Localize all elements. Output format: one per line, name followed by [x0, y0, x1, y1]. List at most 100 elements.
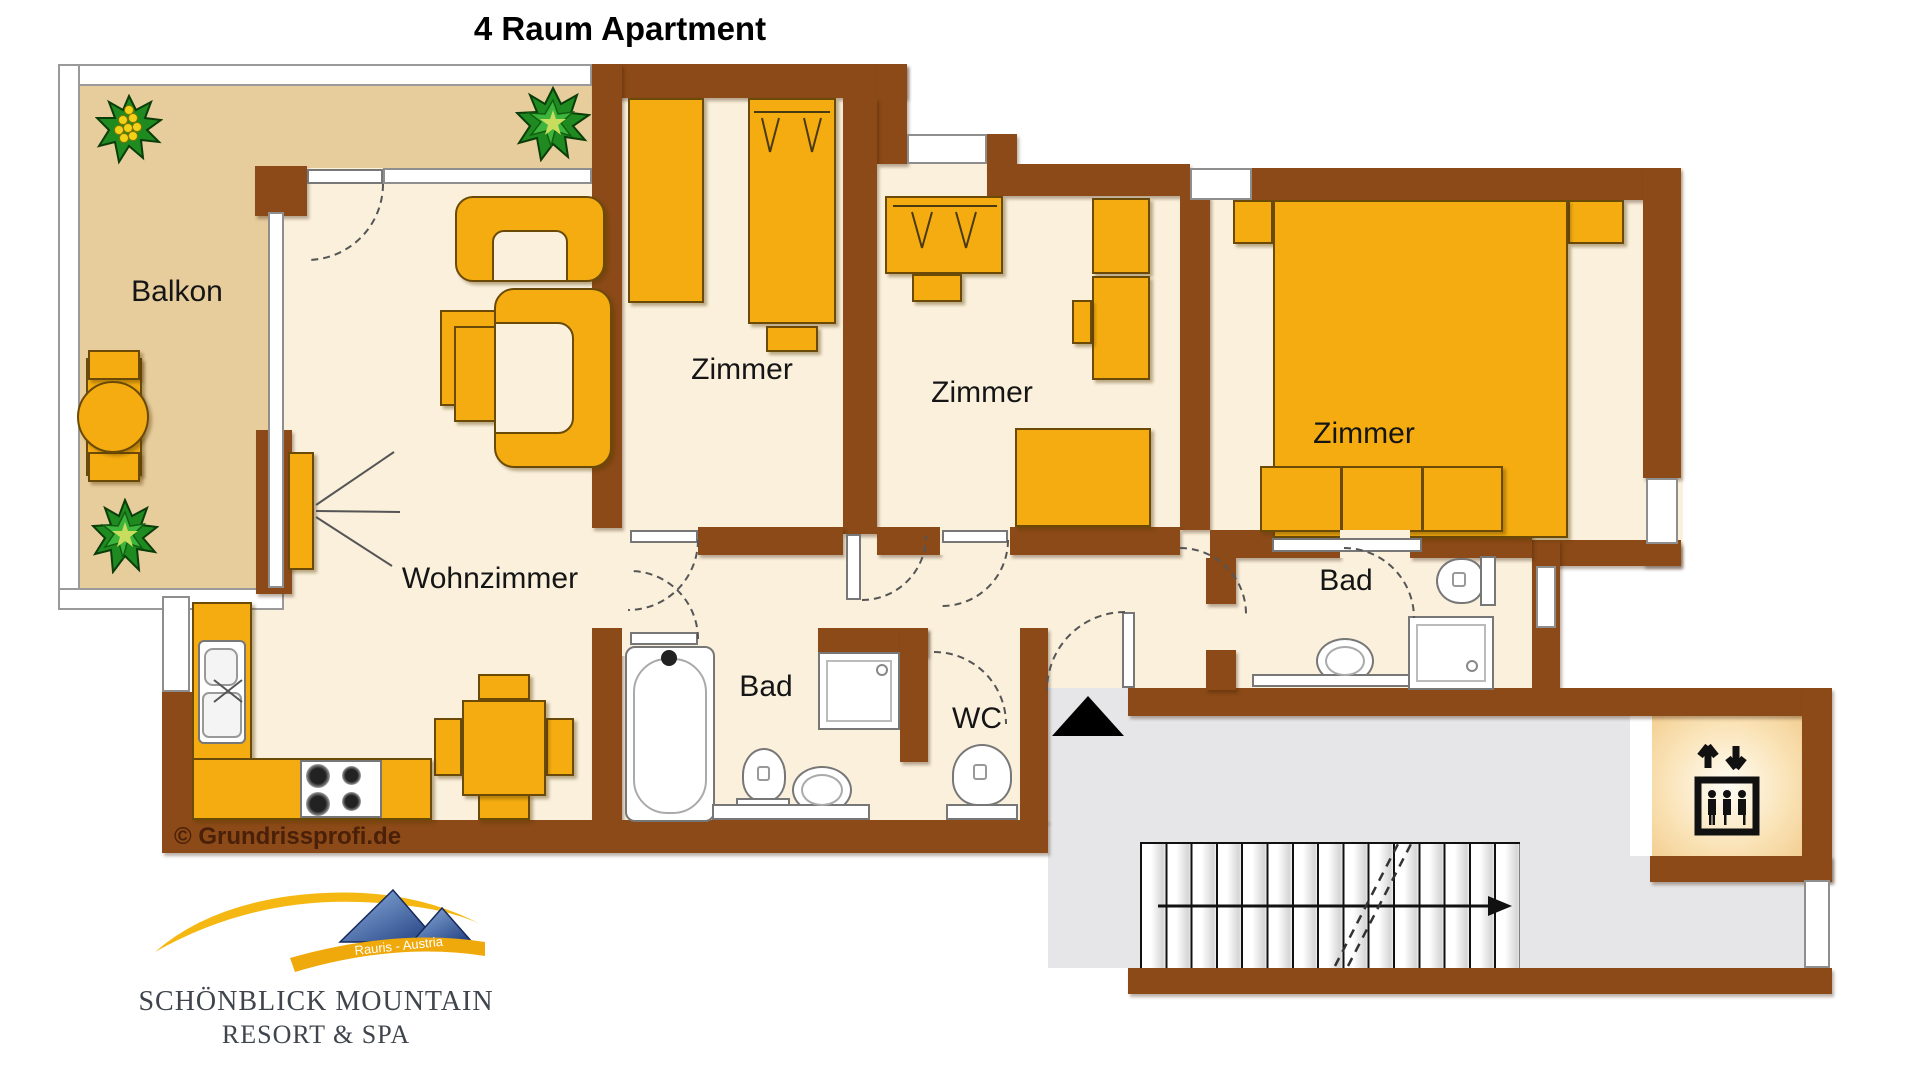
bathtub-faucet — [661, 650, 677, 666]
plant-icon — [91, 498, 159, 574]
bathtub-inner — [633, 658, 707, 814]
page-title: 4 Raum Apartment — [473, 10, 767, 47]
bidet-inner — [801, 774, 843, 806]
wall — [1252, 168, 1643, 200]
room-label-zimmer-3: Zimmer — [1313, 417, 1415, 450]
dining-chair — [478, 794, 530, 820]
wall-bottom — [162, 820, 1048, 853]
logo-resort-name-line1: SCHÖNBLICK MOUNTAIN — [138, 986, 494, 1017]
stove-burner — [342, 766, 361, 785]
wardrobe-triple — [1260, 466, 1503, 532]
balcony-floor — [80, 86, 268, 588]
wall — [592, 628, 622, 824]
tv-cabinet — [288, 452, 314, 570]
window-balcony — [268, 212, 284, 588]
wardrobe-divider — [1421, 468, 1424, 530]
dining-chair — [546, 718, 574, 776]
shower-tray — [826, 660, 892, 722]
toilet-detail — [973, 764, 987, 780]
elevator-cab — [1652, 716, 1802, 856]
exterior-notch — [1560, 564, 1683, 688]
entrance-arrow-icon — [1052, 696, 1124, 736]
window — [1804, 880, 1830, 968]
window — [162, 596, 190, 692]
elevator-door-gap — [1630, 716, 1652, 856]
shower-drain — [876, 664, 888, 676]
window — [1646, 478, 1678, 544]
wardrobe — [628, 98, 704, 303]
door-leaf — [846, 534, 861, 600]
balcony-railing-top — [58, 64, 592, 86]
shower-drain — [1466, 660, 1478, 672]
shower — [1408, 616, 1494, 690]
toilet-tank — [1480, 556, 1496, 606]
toilet-detail — [757, 766, 770, 781]
nightstand — [1568, 200, 1624, 244]
wall — [843, 98, 877, 534]
toilet-tank — [946, 804, 1018, 820]
exterior-notch — [1190, 0, 1683, 168]
door-leaf — [1272, 538, 1422, 552]
sink-basin — [204, 648, 238, 686]
elevator-icon — [1694, 743, 1760, 836]
toilet — [952, 744, 1012, 806]
wall — [162, 692, 192, 822]
dining-chair — [434, 718, 462, 776]
sink-basin — [202, 692, 242, 738]
dining-chair — [478, 674, 530, 700]
door-leaf — [630, 632, 698, 645]
wall — [987, 134, 1017, 168]
door-leaf — [630, 530, 698, 543]
bed-footboard — [766, 326, 818, 352]
resort-logo-icon: Rauris - Austria — [155, 888, 485, 972]
staircase — [1140, 842, 1520, 970]
plant-icon — [515, 86, 591, 162]
door-leaf — [1122, 612, 1135, 688]
armchair-seat — [492, 230, 568, 282]
bed-single — [748, 98, 836, 324]
window — [1190, 168, 1252, 200]
balcony-round-table — [77, 381, 149, 453]
toilet-detail — [1452, 572, 1466, 587]
wardrobe — [1092, 198, 1150, 274]
stove-burner — [342, 792, 361, 811]
exterior-notch — [1683, 0, 1920, 688]
balcony-chair — [88, 350, 140, 380]
wall — [1180, 196, 1210, 530]
wall — [1020, 628, 1048, 822]
stove-burner — [306, 792, 330, 816]
dining-table — [462, 700, 546, 796]
room-label-wc: WC — [952, 702, 1002, 735]
sink-inner — [1325, 646, 1365, 676]
room-label-zimmer-2: Zimmer — [931, 376, 1033, 409]
window-balcony-top — [383, 168, 592, 184]
window — [907, 134, 987, 164]
wall — [1650, 856, 1832, 882]
room-label-balkon: Balkon — [131, 275, 223, 308]
wall — [1206, 650, 1236, 690]
wardrobe-divider — [1340, 468, 1343, 530]
wall-balcony-door-post — [255, 166, 307, 216]
room-label-zimmer-1: Zimmer — [691, 353, 793, 386]
window — [1536, 566, 1556, 628]
bed-single — [885, 196, 1003, 274]
plant-icon — [95, 94, 163, 165]
stove-burner — [306, 764, 330, 788]
wall — [1010, 527, 1180, 555]
shower-tray — [1416, 624, 1486, 682]
wall — [592, 64, 907, 98]
bed-footboard — [912, 274, 962, 302]
wall — [900, 628, 928, 762]
room-label-bad-1: Bad — [739, 670, 793, 703]
door-leaf — [307, 169, 383, 184]
door-leaf — [942, 530, 1008, 543]
logo-resort-name-line2: RESORT & SPA — [221, 1020, 411, 1049]
wall — [987, 164, 1190, 196]
wall — [1643, 168, 1681, 478]
wall-corridor-bottom — [1128, 968, 1832, 994]
wall-corridor-top — [1128, 688, 1802, 716]
balcony-chair — [88, 452, 140, 482]
sofa-seat — [494, 322, 574, 434]
wall — [877, 527, 940, 555]
